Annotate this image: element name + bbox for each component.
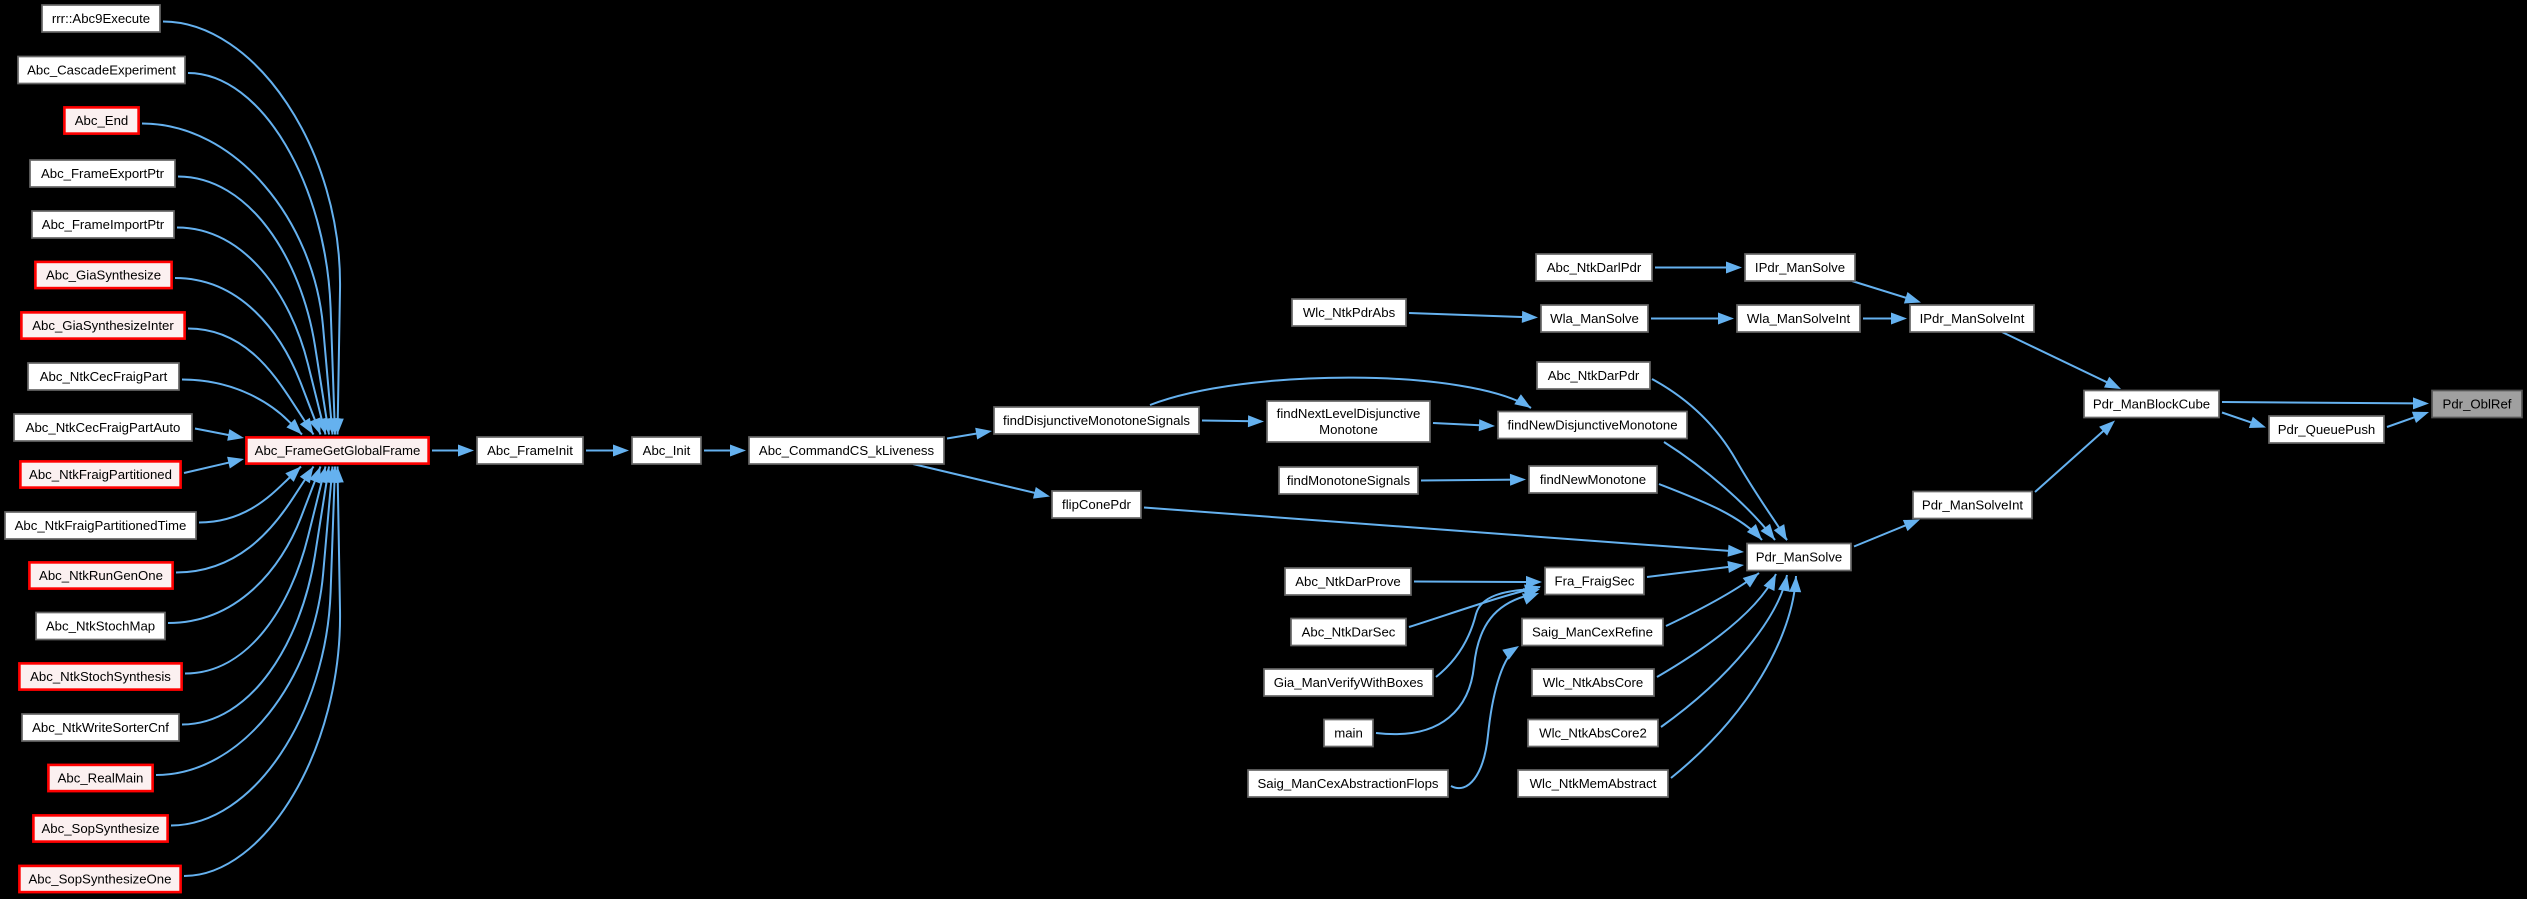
svg-text:Abc_NtkStochMap: Abc_NtkStochMap xyxy=(46,619,155,634)
svg-text:Abc_RealMain: Abc_RealMain xyxy=(58,771,144,786)
svg-text:Abc_NtkWriteSorterCnf: Abc_NtkWriteSorterCnf xyxy=(32,720,169,735)
svg-text:IPdr_ManSolveInt: IPdr_ManSolveInt xyxy=(1920,311,2025,326)
svg-text:Abc_FrameImportPtr: Abc_FrameImportPtr xyxy=(42,217,165,232)
svg-text:Abc_NtkDarlPdr: Abc_NtkDarlPdr xyxy=(1547,260,1642,275)
svg-text:flipConePdr: flipConePdr xyxy=(1062,497,1132,512)
svg-text:Abc_NtkDarProve: Abc_NtkDarProve xyxy=(1295,574,1401,589)
svg-text:Abc_NtkFraigPartitioned: Abc_NtkFraigPartitioned xyxy=(29,467,172,482)
svg-text:Wlc_NtkAbsCore2: Wlc_NtkAbsCore2 xyxy=(1539,726,1647,741)
svg-text:Fra_FraigSec: Fra_FraigSec xyxy=(1555,574,1635,589)
svg-text:Abc_CascadeExperiment: Abc_CascadeExperiment xyxy=(27,63,176,78)
svg-text:Abc_GiaSynthesizeInter: Abc_GiaSynthesizeInter xyxy=(32,318,174,333)
svg-text:Pdr_QueuePush: Pdr_QueuePush xyxy=(2278,422,2376,437)
svg-text:Gia_ManVerifyWithBoxes: Gia_ManVerifyWithBoxes xyxy=(1274,675,1424,690)
svg-text:findDisjunctiveMonotoneSignals: findDisjunctiveMonotoneSignals xyxy=(1003,413,1190,428)
svg-text:Abc_NtkRunGenOne: Abc_NtkRunGenOne xyxy=(39,568,163,583)
svg-text:IPdr_ManSolve: IPdr_ManSolve xyxy=(1755,260,1845,275)
svg-text:Abc_Init: Abc_Init xyxy=(643,443,691,458)
svg-text:Pdr_ManSolveInt: Pdr_ManSolveInt xyxy=(1922,498,2023,513)
svg-text:Wlc_NtkMemAbstract: Wlc_NtkMemAbstract xyxy=(1530,776,1657,791)
svg-text:Abc_CommandCS_kLiveness: Abc_CommandCS_kLiveness xyxy=(759,443,935,458)
svg-text:main: main xyxy=(1334,726,1363,741)
svg-text:Wlc_NtkAbsCore: Wlc_NtkAbsCore xyxy=(1543,675,1643,690)
svg-text:Abc_FrameInit: Abc_FrameInit xyxy=(487,443,573,458)
svg-text:Abc_NtkStochSynthesis: Abc_NtkStochSynthesis xyxy=(30,669,171,684)
svg-text:rrr::Abc9Execute: rrr::Abc9Execute xyxy=(52,11,150,26)
svg-text:findNextLevelDisjunctive: findNextLevelDisjunctive xyxy=(1277,406,1421,421)
svg-text:Abc_End: Abc_End xyxy=(75,113,129,128)
svg-text:Saig_ManCexAbstractionFlops: Saig_ManCexAbstractionFlops xyxy=(1257,776,1438,791)
svg-text:Saig_ManCexRefine: Saig_ManCexRefine xyxy=(1532,625,1653,640)
svg-text:findNewDisjunctiveMonotone: findNewDisjunctiveMonotone xyxy=(1507,418,1677,433)
svg-text:Abc_SopSynthesizeOne: Abc_SopSynthesizeOne xyxy=(29,872,172,887)
svg-text:Abc_NtkDarSec: Abc_NtkDarSec xyxy=(1302,625,1396,640)
svg-text:Wlc_NtkPdrAbs: Wlc_NtkPdrAbs xyxy=(1303,305,1396,320)
svg-text:findMonotoneSignals: findMonotoneSignals xyxy=(1287,473,1411,488)
svg-text:Abc_NtkDarPdr: Abc_NtkDarPdr xyxy=(1548,368,1640,383)
svg-text:Abc_GiaSynthesize: Abc_GiaSynthesize xyxy=(46,268,161,283)
svg-text:Pdr_OblRef: Pdr_OblRef xyxy=(2443,397,2512,412)
svg-text:Pdr_ManBlockCube: Pdr_ManBlockCube xyxy=(2093,397,2210,412)
svg-text:Abc_FrameExportPtr: Abc_FrameExportPtr xyxy=(41,166,165,181)
svg-text:Abc_FrameGetGlobalFrame: Abc_FrameGetGlobalFrame xyxy=(255,443,421,458)
svg-text:Monotone: Monotone xyxy=(1319,422,1378,437)
svg-text:findNewMonotone: findNewMonotone xyxy=(1540,472,1646,487)
svg-text:Pdr_ManSolve: Pdr_ManSolve xyxy=(1756,550,1843,565)
svg-text:Wla_ManSolve: Wla_ManSolve xyxy=(1550,311,1639,326)
svg-text:Wla_ManSolveInt: Wla_ManSolveInt xyxy=(1747,311,1851,326)
svg-text:Abc_NtkFraigPartitionedTime: Abc_NtkFraigPartitionedTime xyxy=(15,518,187,533)
svg-text:Abc_NtkCecFraigPartAuto: Abc_NtkCecFraigPartAuto xyxy=(26,420,181,435)
svg-text:Abc_NtkCecFraigPart: Abc_NtkCecFraigPart xyxy=(40,369,168,384)
svg-text:Abc_SopSynthesize: Abc_SopSynthesize xyxy=(41,821,159,836)
